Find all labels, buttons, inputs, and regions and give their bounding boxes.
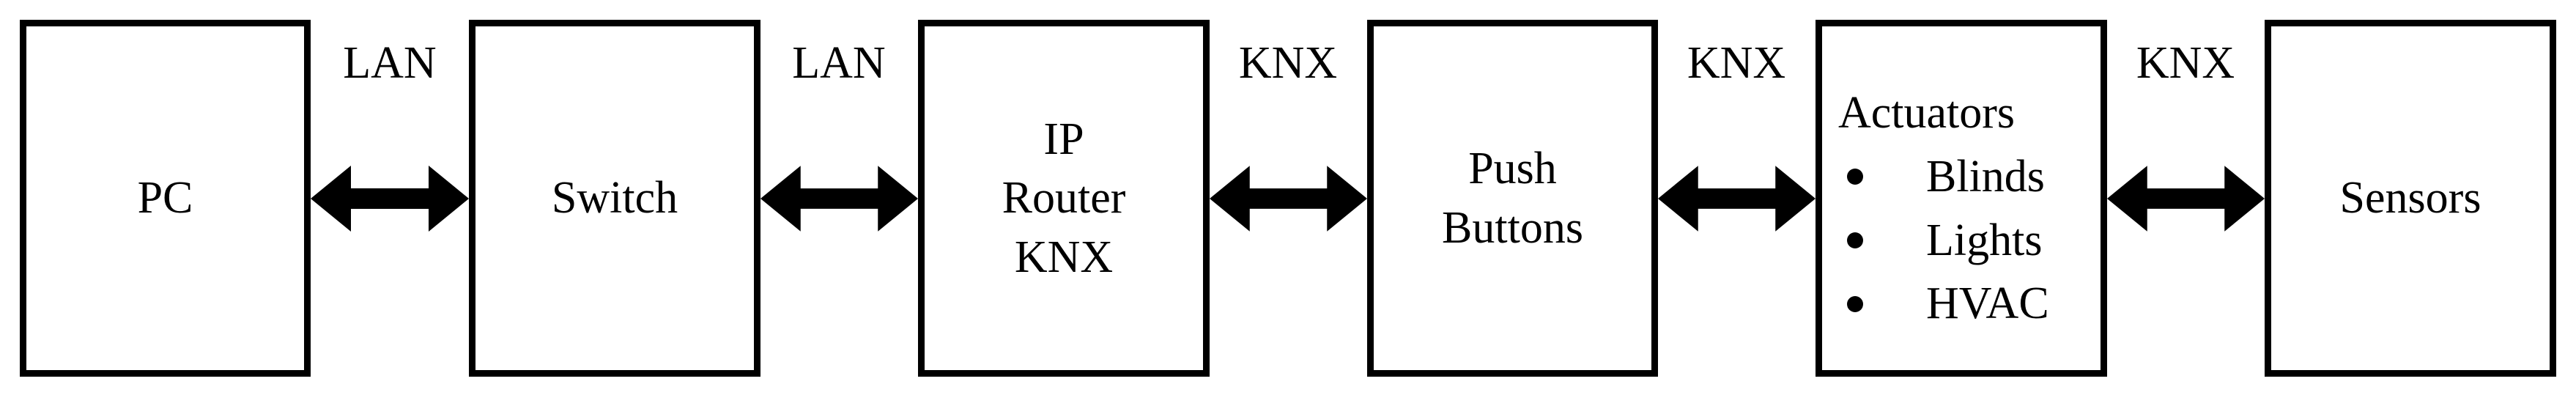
actuator-item: Lights: [1838, 209, 2101, 273]
link-label-actuators-sensors: KNX: [2136, 38, 2235, 88]
double-arrow-icon: [2107, 166, 2265, 232]
sensors-box: Sensors: [2265, 20, 2556, 377]
actuators-box: Actuators Blinds Lights HVAC: [1816, 20, 2107, 377]
actuator-item: Blinds: [1838, 145, 2101, 209]
double-arrow-icon: [311, 166, 469, 232]
bullet-icon: [1847, 232, 1863, 248]
actuators-list: Blinds Lights HVAC: [1838, 145, 2101, 336]
double-arrow-icon: [1658, 166, 1816, 232]
actuators-title: Actuators: [1838, 88, 2016, 138]
link-label-switch-router: LAN: [792, 38, 886, 88]
ip-router-knx-box: IP Router KNX: [918, 20, 1210, 377]
pc-box: PC: [20, 20, 311, 377]
actuator-item-label: Blinds: [1926, 151, 2045, 202]
link-label-push-buttons-actuators: KNX: [1687, 38, 1786, 88]
sensors-label: Sensors: [2339, 173, 2481, 224]
push-buttons-box: Push Buttons: [1367, 20, 1658, 377]
actuator-item-label: Lights: [1926, 215, 2043, 265]
double-arrow-icon: [760, 166, 918, 232]
ip-router-label-line-1: IP: [1043, 114, 1084, 164]
actuator-item-label: HVAC: [1926, 278, 2049, 329]
pc-label: PC: [137, 173, 193, 224]
link-label-pc-switch: LAN: [343, 38, 437, 88]
switch-label: Switch: [551, 173, 678, 224]
ip-router-label-line-3: KNX: [1014, 232, 1114, 282]
actuator-item: HVAC: [1838, 272, 2101, 336]
double-arrow-icon: [1210, 166, 1367, 232]
bullet-icon: [1847, 295, 1863, 312]
switch-box: Switch: [469, 20, 760, 377]
ip-router-label-line-2: Router: [1002, 173, 1126, 224]
link-label-router-push-buttons: KNX: [1238, 38, 1338, 88]
push-buttons-label-line-2: Buttons: [1442, 202, 1583, 253]
bullet-icon: [1847, 169, 1863, 185]
push-buttons-label-line-1: Push: [1468, 143, 1557, 193]
